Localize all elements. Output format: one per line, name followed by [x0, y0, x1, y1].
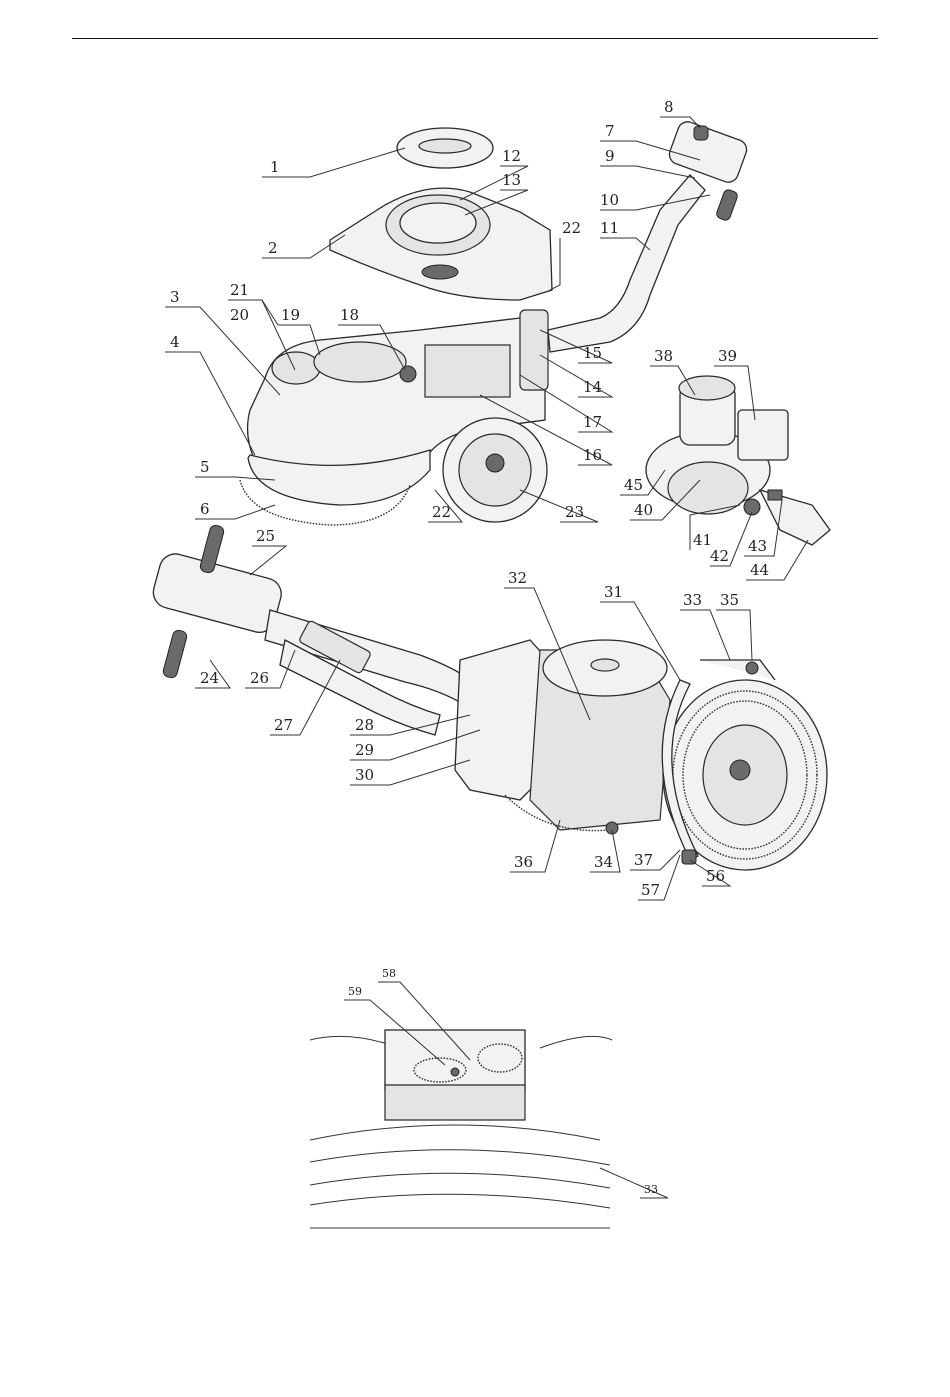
gearbox	[738, 410, 788, 460]
detail-arc-3	[310, 1173, 610, 1188]
callout-22b: 22	[432, 503, 451, 521]
callout-39: 39	[718, 347, 737, 365]
callout-6: 6	[200, 500, 210, 518]
callout-56: 56	[706, 867, 725, 885]
callout-31: 31	[604, 583, 623, 601]
callout-11: 11	[600, 219, 619, 237]
callout-35: 35	[720, 591, 739, 609]
detail-plate	[385, 1085, 525, 1120]
callout-2: 2	[268, 239, 278, 257]
callout-40: 40	[634, 501, 653, 519]
callout-34: 34	[594, 853, 613, 871]
callout-17: 17	[583, 413, 602, 431]
brush-hub	[730, 760, 750, 780]
cover-latch	[422, 265, 458, 279]
callout-25: 25	[256, 527, 275, 545]
callout-33-detail: 33	[644, 1183, 658, 1196]
bottom-assembly	[150, 524, 827, 870]
detail-arc-2	[310, 1150, 610, 1165]
rear-wheel-axle	[486, 454, 504, 472]
callout-58: 58	[382, 967, 396, 980]
callout-28: 28	[355, 716, 374, 734]
detail-gear-housing	[385, 1030, 525, 1090]
callout-21: 21	[230, 281, 249, 299]
cover-filter-basket	[400, 203, 476, 243]
callout-8: 8	[664, 98, 674, 116]
grip-lower	[162, 629, 188, 679]
callout-32: 32	[508, 569, 527, 587]
body-fill-port	[272, 352, 320, 384]
callout-27: 27	[274, 716, 293, 734]
callout-14: 14	[583, 378, 602, 396]
callout-15: 15	[583, 344, 602, 362]
handle-tube	[548, 175, 705, 352]
callout-9: 9	[605, 147, 615, 165]
callout-22a: 22	[562, 219, 581, 237]
callout-43: 43	[748, 537, 767, 555]
callout-10: 10	[600, 191, 619, 209]
callout-5: 5	[200, 458, 210, 476]
motor-clamp	[768, 490, 782, 500]
callout-19: 19	[281, 306, 300, 324]
callout-33: 33	[683, 591, 702, 609]
callout-37: 37	[634, 851, 653, 869]
splash-guard-top	[700, 660, 775, 680]
callout-1: 1	[270, 158, 280, 176]
callout-3: 3	[170, 288, 180, 306]
squeegee-clip	[682, 850, 696, 864]
callout-23: 23	[565, 503, 584, 521]
callout-57: 57	[641, 881, 660, 899]
callout-16: 16	[583, 446, 602, 464]
callout-12: 12	[502, 147, 521, 165]
callout-18: 18	[340, 306, 359, 324]
callout-4: 4	[170, 333, 180, 351]
detail-screw	[451, 1068, 459, 1076]
callout-45: 45	[624, 476, 643, 494]
callout-24: 24	[200, 669, 219, 687]
body-knob	[400, 366, 416, 382]
recovery-tank-cap	[591, 659, 619, 671]
callout-30: 30	[355, 766, 374, 784]
callout-44: 44	[750, 561, 769, 579]
detail-inset	[310, 1030, 612, 1228]
callout-38: 38	[654, 347, 673, 365]
motor-assembly	[646, 376, 830, 545]
callout-59: 59	[348, 985, 362, 998]
detail-arc-4	[310, 1194, 610, 1208]
guard-bolt	[746, 662, 758, 674]
callout-13: 13	[502, 171, 521, 189]
body-control-box	[425, 345, 510, 397]
callout-20: 20	[230, 306, 249, 324]
detail-arc-1	[310, 1125, 600, 1140]
callout-42: 42	[710, 547, 729, 565]
body-recess	[314, 342, 406, 382]
handle-grip	[715, 189, 738, 222]
callout-7: 7	[605, 122, 615, 140]
callout-29: 29	[355, 741, 374, 759]
handle-knob	[694, 126, 708, 140]
detail-right-arm	[540, 1036, 612, 1048]
filter-cap-inner	[419, 139, 471, 153]
callout-26: 26	[250, 669, 269, 687]
motor-cap	[679, 376, 735, 400]
callout-36: 36	[514, 853, 533, 871]
